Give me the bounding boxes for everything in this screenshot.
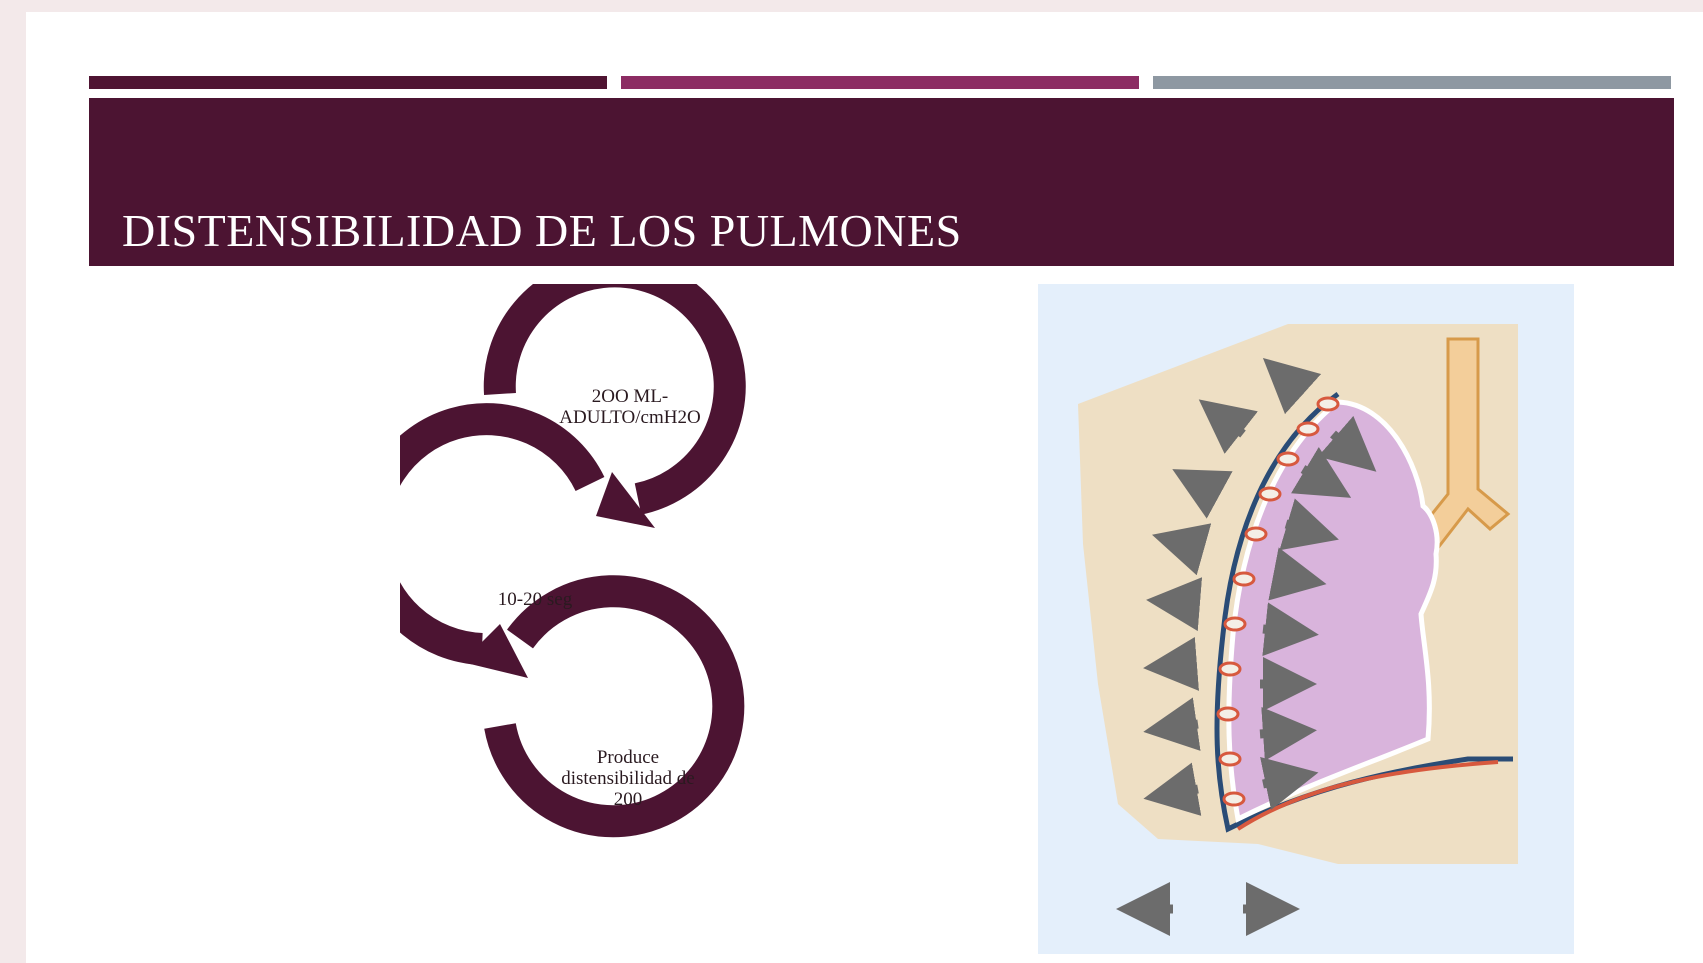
cycle-step-3: Produce distensibilidad de 200 — [548, 747, 708, 810]
cycle-step-3-line-3: 200 — [613, 789, 643, 810]
cycle-step-1-line-1: 2OO ML- — [591, 386, 669, 407]
cycle-arrows — [355, 255, 746, 838]
lung-illustration — [1038, 284, 1574, 954]
cycle-diagram: 2OO ML- ADULTO/cmH2O 10-20 seg Produce d… — [355, 255, 800, 924]
cycle-step-2: 10-20 seg — [480, 589, 590, 610]
cycle-arrow-3 — [484, 575, 745, 838]
cycle-step-1: 2OO ML- ADULTO/cmH2O — [550, 386, 710, 428]
cycle-arrowhead-1 — [596, 472, 655, 528]
title-band: DISTENSIBILIDAD DE LOS PULMONES — [89, 98, 1674, 266]
cycle-arrow-1 — [483, 255, 746, 515]
cycle-arrowhead-2 — [462, 624, 528, 678]
slide-title: DISTENSIBILIDAD DE LOS PULMONES — [122, 205, 962, 256]
cycle-step-3-line-2: distensibilidad de — [561, 768, 695, 789]
cycle-step-3-line-1: Produce — [596, 747, 660, 768]
accent-bar-dark — [89, 76, 607, 89]
accent-bar-gray — [1153, 76, 1671, 89]
cycle-step-1-line-2: ADULTO/cmH2O — [559, 407, 701, 428]
lung-inside-chest-wall-icon — [1038, 284, 1574, 954]
slide: DISTENSIBILIDAD DE LOS PULMONES 2OO ML- … — [26, 12, 1703, 963]
accent-bar-magenta — [621, 76, 1139, 89]
cycle-step-2-line-1: 10-20 seg — [497, 589, 573, 610]
